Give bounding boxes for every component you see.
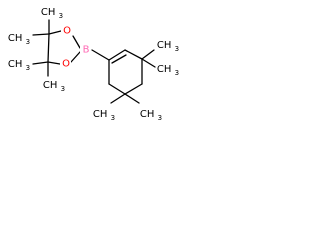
bonds — [32, 19, 156, 104]
methyl-label-2: CH 3 — [8, 33, 30, 47]
bond-b-o-top — [72, 35, 81, 49]
oxygen-top-label: O — [63, 26, 71, 37]
bond-methyl-3 — [32, 61, 49, 65]
bond-c4-c5 — [124, 83, 143, 95]
bond-methyl-7 — [110, 93, 126, 104]
methyl-label-8: CH 3 — [140, 109, 162, 123]
methyl-label-7: CH 3 — [93, 109, 115, 123]
bond-o-c-bottom — [47, 61, 61, 65]
bond-methyl-6 — [141, 58, 156, 68]
methyl-label-1: CH 3 — [41, 7, 63, 21]
boron-label: B — [83, 45, 90, 56]
atom-labels: O O B CH 3 CH 3 CH 3 CH 3 CH 3 CH 3 CH 3… — [8, 7, 179, 123]
bond-c1-c2-double-inner — [111, 54, 127, 64]
molecule-structure: O O B CH 3 CH 3 CH 3 CH 3 CH 3 CH 3 CH 3… — [8, 7, 179, 123]
bond-methyl-2 — [32, 33, 50, 36]
oxygen-bottom-label: O — [62, 59, 70, 70]
bond-c2-c3 — [124, 49, 143, 60]
methyl-label-4: CH 3 — [43, 80, 65, 94]
bond-b-cyclohexenyl — [91, 49, 110, 61]
bond-c1-c2-double — [108, 49, 126, 61]
methyl-label-5: CH 3 — [157, 40, 179, 54]
bond-b-o-bottom — [70, 51, 81, 63]
bond-methyl-8 — [124, 93, 140, 104]
bond-methyl-5 — [141, 49, 155, 60]
methyl-label-6: CH 3 — [157, 64, 179, 78]
bond-o-c-top — [48, 30, 62, 35]
bond-c5-c6 — [108, 83, 126, 95]
bond-ring-c-c — [47, 33, 50, 63]
methyl-label-3: CH 3 — [8, 59, 30, 73]
